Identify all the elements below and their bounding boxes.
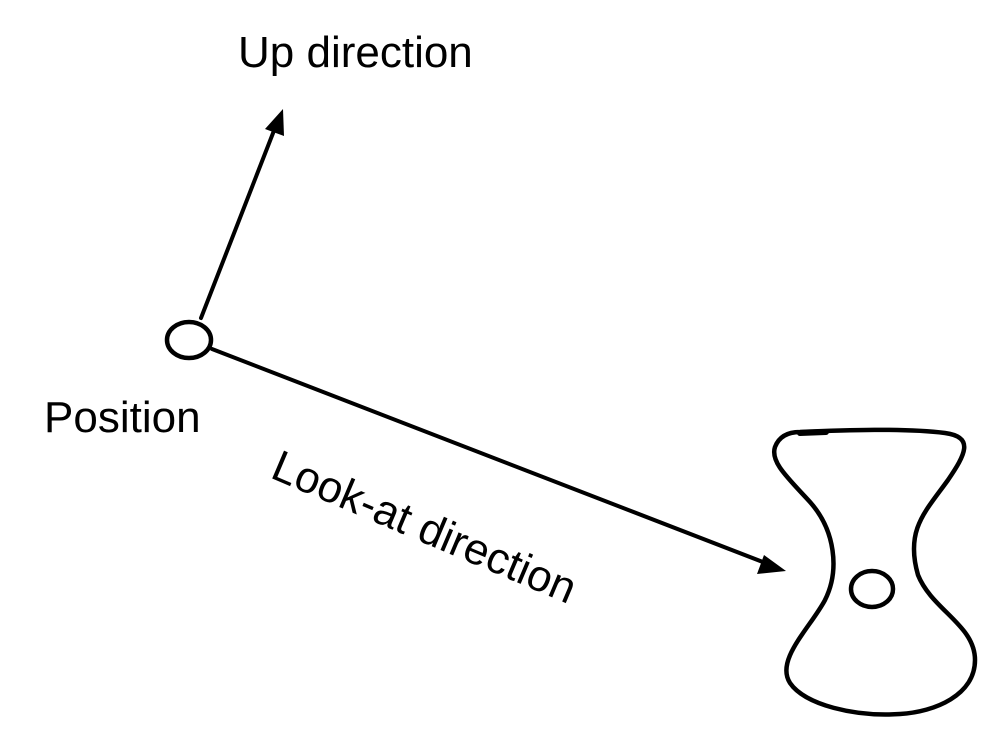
up-direction-label: Up direction — [238, 28, 473, 77]
look-at-arrow-shaft — [210, 347, 770, 566]
up-arrow-shaft — [199, 126, 277, 320]
position-point — [164, 319, 214, 361]
position-label: Position — [44, 393, 201, 442]
target-object-outline — [771, 427, 978, 717]
target-object-seam — [797, 429, 829, 436]
look-at-arrow-head — [757, 555, 786, 574]
target-object — [771, 427, 978, 717]
target-object-hole — [848, 568, 896, 610]
up-arrow-head — [265, 109, 284, 136]
up-direction-arrow — [199, 109, 284, 320]
look-at-arrow — [210, 347, 786, 574]
